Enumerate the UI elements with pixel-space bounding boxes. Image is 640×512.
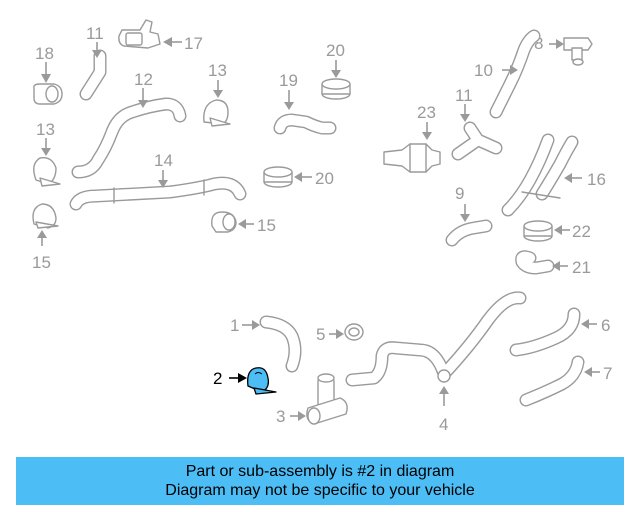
- banner-line-1: Part or sub-assembly is #2 in diagram: [185, 463, 455, 480]
- part-label-15-mid: 15: [257, 216, 276, 235]
- part-20-mid[interactable]: 20: [263, 166, 334, 188]
- part-label-23: 23: [417, 103, 436, 122]
- part-label-13-left: 13: [36, 120, 55, 139]
- part-16[interactable]: 16: [501, 133, 606, 217]
- part-20-top[interactable]: 20: [321, 41, 351, 100]
- part-label-8: 8: [534, 34, 543, 53]
- part-label-6: 6: [601, 316, 610, 335]
- part-label-3: 3: [276, 407, 285, 426]
- part-label-1: 1: [230, 316, 239, 335]
- part-label-11-top: 11: [86, 24, 104, 43]
- part-label-2: 2: [213, 369, 222, 388]
- part-17[interactable]: 17: [118, 19, 203, 53]
- part-13-top[interactable]: 13: [203, 61, 231, 127]
- part-label-21: 21: [572, 258, 591, 277]
- part-label-19: 19: [279, 71, 298, 90]
- part-8[interactable]: 8: [534, 34, 593, 66]
- part-label-20-top: 20: [326, 41, 345, 60]
- part-13-left[interactable]: 13: [33, 120, 61, 187]
- part-label-20-mid: 20: [315, 169, 334, 188]
- part-15-mid[interactable]: 15: [211, 211, 276, 235]
- part-21[interactable]: 21: [515, 250, 591, 277]
- part-4[interactable]: 4: [345, 291, 527, 434]
- part-label-13-top: 13: [208, 61, 227, 80]
- part-6[interactable]: 6: [509, 307, 610, 357]
- part-23[interactable]: 23: [383, 103, 441, 173]
- part-7[interactable]: 7: [519, 355, 612, 407]
- part-3[interactable]: 3: [276, 373, 348, 426]
- part-label-22: 22: [572, 222, 591, 241]
- part-label-4: 4: [439, 415, 448, 434]
- part-label-12: 12: [134, 70, 153, 89]
- part-2-highlighted[interactable]: 2: [213, 367, 277, 395]
- part-19[interactable]: 19: [273, 71, 337, 135]
- part-1[interactable]: 1: [230, 315, 302, 373]
- part-label-16: 16: [587, 170, 606, 189]
- part-label-14: 14: [154, 151, 173, 170]
- info-banner: Part or sub-assembly is #2 in diagram Di…: [16, 457, 624, 505]
- part-label-11-right: 11: [455, 86, 473, 105]
- banner-line-2: Diagram may not be specific to your vehi…: [165, 482, 475, 499]
- part-5[interactable]: 5: [316, 323, 364, 344]
- part-18[interactable]: 18: [33, 44, 63, 105]
- part-label-15-left: 15: [32, 253, 51, 272]
- part-label-17: 17: [184, 34, 203, 53]
- part-14[interactable]: 14: [69, 151, 247, 211]
- part-11-top[interactable]: 11: [79, 24, 107, 101]
- part-9[interactable]: 9: [445, 184, 493, 247]
- part-label-7: 7: [603, 364, 612, 383]
- part-10[interactable]: 10: [474, 29, 541, 119]
- part-12[interactable]: 12: [71, 70, 187, 179]
- parts-diagram: 18 11 17 12 13 20: [32, 19, 612, 434]
- part-label-10: 10: [474, 61, 493, 80]
- part-label-9: 9: [455, 184, 464, 203]
- part-label-5: 5: [316, 325, 325, 344]
- part-label-18: 18: [35, 44, 54, 63]
- part-11-right[interactable]: 11: [451, 86, 503, 161]
- part-22[interactable]: 22: [523, 220, 591, 242]
- part-15-left[interactable]: 15: [32, 203, 59, 272]
